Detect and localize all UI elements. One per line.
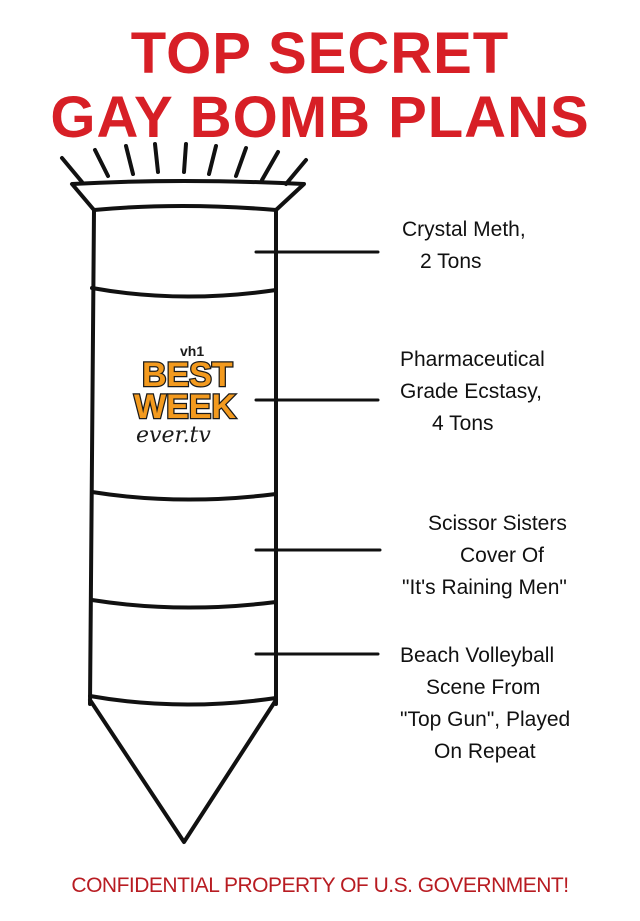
logo-line-2: WEEK [134,388,236,426]
label-line: Grade Ecstasy, [400,380,542,403]
label-line: "Top Gun", Played [400,708,571,731]
logo-top-text: vh1 [180,343,204,359]
title-line-2: GAY BOMB PLANS [50,85,590,150]
logo-line-3: ever.tv [136,423,211,448]
fuse-sparks [60,142,308,186]
label-line: 4 Tons [432,412,494,435]
bomb-tip [88,698,278,844]
bomb-body [88,208,278,706]
best-week-ever-logo: vh1 BEST WEEK ever.tv [133,343,238,448]
logo-line-1: BEST [142,356,233,394]
label-line: Crystal Meth, [402,218,526,241]
label-line: On Repeat [434,740,536,763]
label-line: Cover Of [460,544,545,567]
bomb-cap [70,179,306,212]
label-ecstasy: Pharmaceutical Grade Ecstasy, 4 Tons [400,344,545,440]
label-line: Beach Volleyball [400,644,555,667]
label-line: "It's Raining Men" [402,576,567,599]
label-line: Scissor Sisters [428,512,567,535]
label-top-gun: Beach Volleyball Scene From "Top Gun", P… [400,640,570,768]
label-line: Pharmaceutical [400,348,545,371]
footer-disclaimer: CONFIDENTIAL PROPERTY OF U.S. GOVERNMENT… [71,874,569,897]
bomb-band-3 [90,598,278,610]
label-line: Scene From [426,676,541,699]
title-line-1: TOP SECRET [130,21,510,86]
bomb-band-2 [90,490,278,502]
label-scissor-sisters: Scissor Sisters Cover Of "It's Raining M… [402,508,567,604]
bomb-band-4 [88,694,278,707]
bomb-band-1 [90,286,278,299]
label-crystal-meth: Crystal Meth, 2 Tons [402,214,526,278]
label-line: 2 Tons [420,250,482,273]
